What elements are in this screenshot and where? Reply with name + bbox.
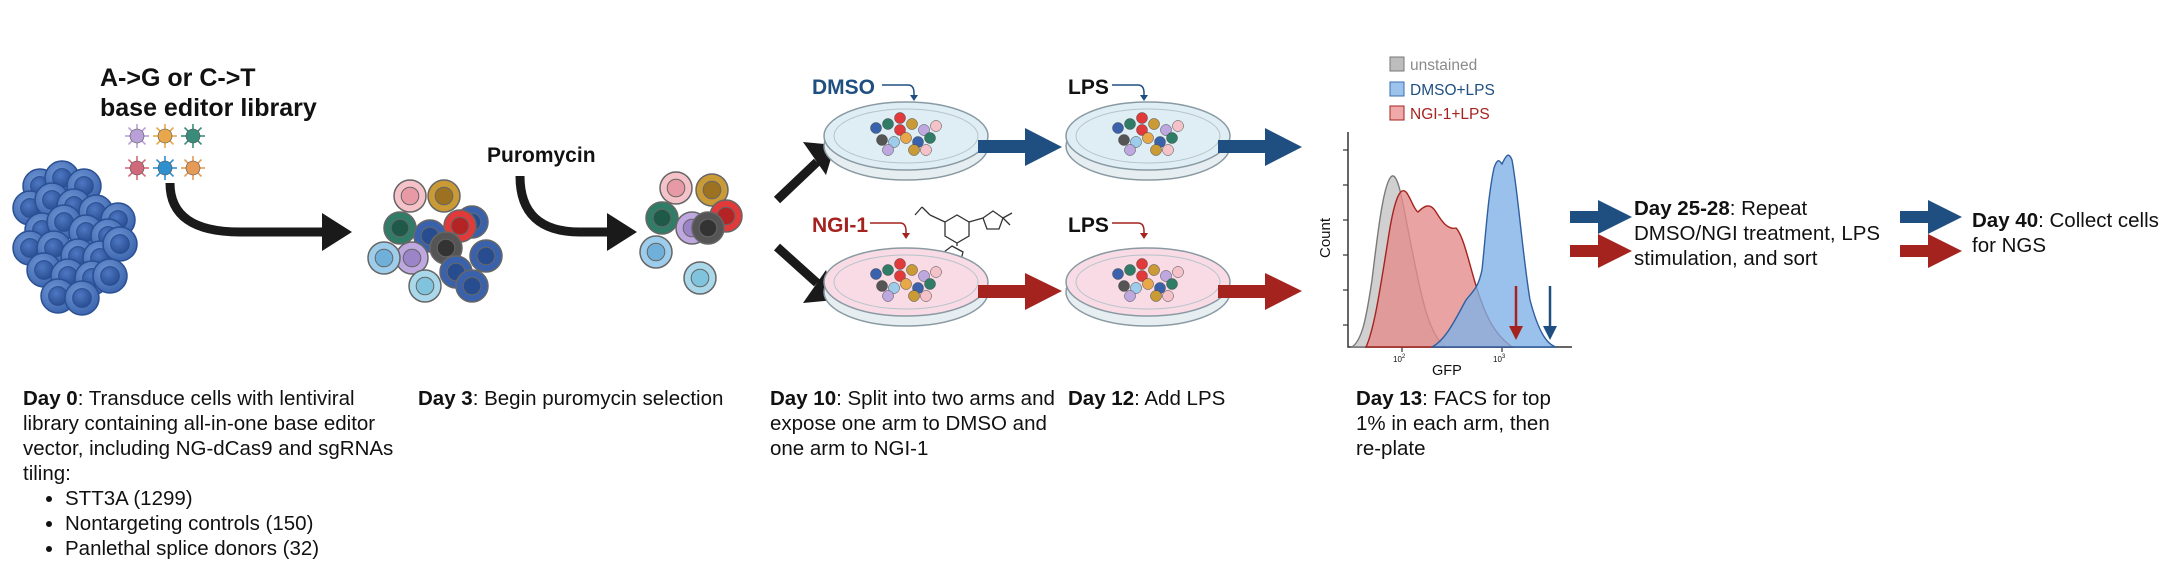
cell-icon bbox=[393, 179, 427, 213]
cell-icon bbox=[395, 241, 429, 275]
caption-day10-text: : Split into two arms and expose one arm… bbox=[770, 387, 1055, 460]
caption-day25: Day 25-28: Repeat DMSO/NGI treatment, LP… bbox=[1634, 196, 1894, 271]
cell-icon bbox=[367, 241, 401, 275]
cell-icon bbox=[455, 269, 489, 303]
cell-icon bbox=[92, 258, 128, 294]
histogram-tick-1: 102 bbox=[1393, 354, 1406, 364]
histogram-ylabel: Count bbox=[1317, 217, 1334, 258]
arrow-dmso-to-facs bbox=[1218, 128, 1302, 166]
facs-histogram: Count GFP 102 103 bbox=[1317, 132, 1572, 379]
lps-label-bottom: LPS bbox=[1068, 214, 1109, 237]
caption-day25-text: : Repeat DMSO/NGI treatment, LPS stimula… bbox=[1634, 197, 1881, 270]
cell-icon bbox=[645, 201, 679, 235]
caption-day0: Day 0: Transduce cells with lentiviral l… bbox=[23, 386, 403, 561]
bullet-panlethal: Panlethal splice donors (32) bbox=[65, 536, 403, 561]
ngi-label: NGI-1 bbox=[812, 214, 868, 237]
virus-particle-icon bbox=[181, 124, 205, 148]
ngi1-chemical-structure-icon bbox=[914, 206, 1013, 265]
cell-icon bbox=[64, 280, 100, 316]
dish-dmso-lps-day12 bbox=[1065, 101, 1231, 181]
histogram-xlabel: GFP bbox=[1432, 363, 1462, 379]
cell-icon bbox=[408, 269, 442, 303]
cell-icon bbox=[427, 179, 461, 213]
caption-day25-day: Day 25-28 bbox=[1634, 197, 1730, 220]
cell-icon bbox=[102, 226, 138, 262]
caption-day3-text: : Begin puromycin selection bbox=[472, 387, 724, 410]
caption-day12-text: : Add LPS bbox=[1134, 387, 1226, 410]
selected-cell-cluster bbox=[367, 179, 503, 303]
curved-arrow-transduction bbox=[165, 182, 352, 251]
cell-icon bbox=[639, 235, 673, 269]
arrow-dmso-collect bbox=[1900, 200, 1962, 234]
lps-pipette-arrow-bottom-icon bbox=[1112, 222, 1148, 239]
caption-day40-text: : Collect cells for NGS bbox=[1972, 209, 2159, 257]
caption-day3: Day 3: Begin puromycin selection bbox=[418, 386, 758, 411]
caption-day13-day: Day 13 bbox=[1356, 387, 1423, 410]
arrow-ngi-to-day12 bbox=[978, 273, 1062, 310]
virus-particle-icon bbox=[153, 156, 177, 180]
virus-particle-icon bbox=[181, 156, 205, 180]
caption-day10-day: Day 10 bbox=[770, 387, 837, 410]
virus-particle-icon bbox=[153, 124, 177, 148]
caption-day13: Day 13: FACS for top 1% in each arm, the… bbox=[1356, 386, 1561, 461]
caption-day3-day: Day 3 bbox=[418, 387, 473, 410]
legend-dmso-lps: DMSO+LPS bbox=[1410, 82, 1495, 99]
histogram-dmso-lps bbox=[1431, 154, 1557, 348]
dmso-pipette-arrow-icon bbox=[882, 84, 918, 101]
lps-pipette-arrow-top-icon bbox=[1112, 84, 1148, 101]
caption-day0-text: : Transduce cells with lentiviral librar… bbox=[23, 387, 394, 485]
lps-label-top: LPS bbox=[1068, 76, 1109, 99]
dmso-label: DMSO bbox=[812, 76, 875, 99]
cell-icon bbox=[683, 261, 717, 295]
lentivirus-particles-icon bbox=[125, 124, 205, 180]
virus-particle-icon bbox=[125, 124, 149, 148]
caption-day12-day: Day 12 bbox=[1068, 387, 1135, 410]
caption-day40-day: Day 40 bbox=[1972, 209, 2039, 232]
bullet-nontargeting: Nontargeting controls (150) bbox=[65, 511, 403, 536]
virus-particle-icon bbox=[125, 156, 149, 180]
dish-ngi-lps-day12 bbox=[1065, 247, 1231, 327]
puromycin-label: Puromycin bbox=[487, 144, 596, 167]
arrow-ngi-collect bbox=[1900, 234, 1962, 268]
arrow-ngi-repeat bbox=[1570, 234, 1632, 268]
caption-day13-text: : FACS for top 1% in each arm, then re-p… bbox=[1356, 387, 1551, 460]
legend-unstained: unstained bbox=[1410, 57, 1477, 74]
caption-day0-day: Day 0 bbox=[23, 387, 78, 410]
cell-icon bbox=[469, 239, 503, 273]
caption-day40: Day 40: Collect cells for NGS bbox=[1972, 208, 2172, 258]
facs-legend: unstained DMSO+LPS NGI-1+LPS bbox=[1389, 56, 1495, 123]
arrow-ngi-to-facs bbox=[1218, 273, 1302, 310]
transduced-cell-cluster bbox=[12, 160, 138, 316]
arrow-dmso-to-day12 bbox=[978, 128, 1062, 166]
legend-swatch-ngi-lps bbox=[1389, 105, 1405, 121]
bullet-stt3a: STT3A (1299) bbox=[65, 486, 403, 511]
cell-icon bbox=[659, 171, 693, 205]
surviving-cell-cluster bbox=[639, 171, 743, 295]
dish-dmso-day10 bbox=[823, 101, 989, 181]
gate-arrow-dmso bbox=[1543, 286, 1557, 340]
curved-arrow-puromycin bbox=[515, 175, 637, 251]
dish-ngi-day10 bbox=[823, 247, 989, 327]
cell-icon bbox=[691, 211, 725, 245]
legend-swatch-unstained bbox=[1389, 56, 1405, 72]
caption-day10: Day 10: Split into two arms and expose o… bbox=[770, 386, 1060, 461]
ngi-pipette-arrow-icon bbox=[870, 222, 910, 239]
caption-day0-bullets: STT3A (1299) Nontargeting controls (150)… bbox=[23, 486, 403, 561]
legend-ngi-lps: NGI-1+LPS bbox=[1410, 106, 1490, 123]
arrow-dmso-repeat bbox=[1570, 200, 1632, 234]
histogram-tick-2: 103 bbox=[1493, 354, 1506, 364]
library-title-line2: base editor library bbox=[100, 94, 317, 122]
library-title-line1: A->G or C->T bbox=[100, 64, 256, 92]
legend-swatch-dmso-lps bbox=[1389, 81, 1405, 97]
cell-icon bbox=[695, 173, 729, 207]
caption-day12: Day 12: Add LPS bbox=[1068, 386, 1288, 411]
cell-icon bbox=[383, 211, 417, 245]
gate-arrow-ngi bbox=[1509, 286, 1523, 340]
